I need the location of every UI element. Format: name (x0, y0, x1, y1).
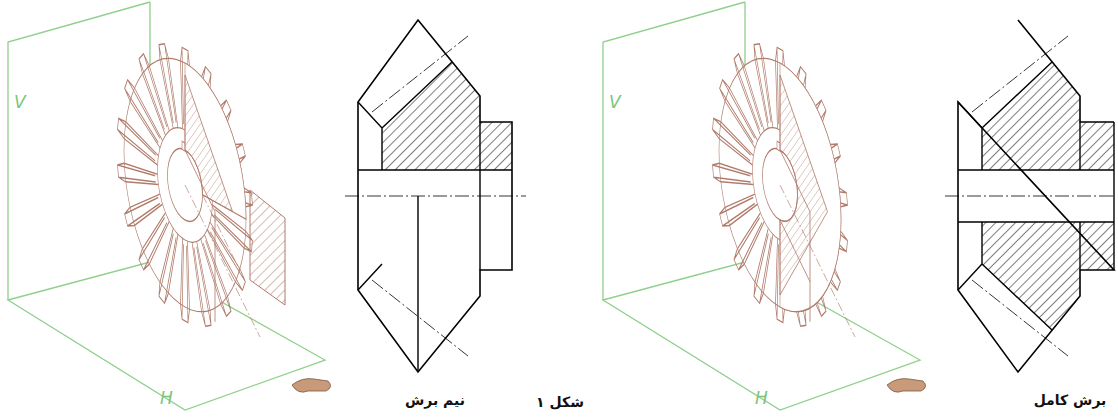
view-label: برش کامل (1034, 392, 1107, 408)
plane-letter: V (14, 92, 26, 112)
bevel-gear-pictorial (712, 11, 855, 363)
projection-planes (8, 2, 325, 410)
bevel-gear-pictorial (117, 11, 260, 363)
plane-letter: V (609, 92, 621, 112)
plane-letter: H (755, 388, 768, 408)
figure-caption: شکل ۱ (536, 394, 584, 410)
view-label: نیم برش (405, 392, 465, 408)
full-section-view (945, 20, 1116, 372)
plane-letter: H (160, 388, 173, 408)
pointing-hand (887, 379, 926, 393)
section-face (250, 190, 285, 305)
half-section-view (345, 20, 526, 372)
projection-planes (603, 2, 920, 410)
pointing-hand (292, 379, 331, 393)
